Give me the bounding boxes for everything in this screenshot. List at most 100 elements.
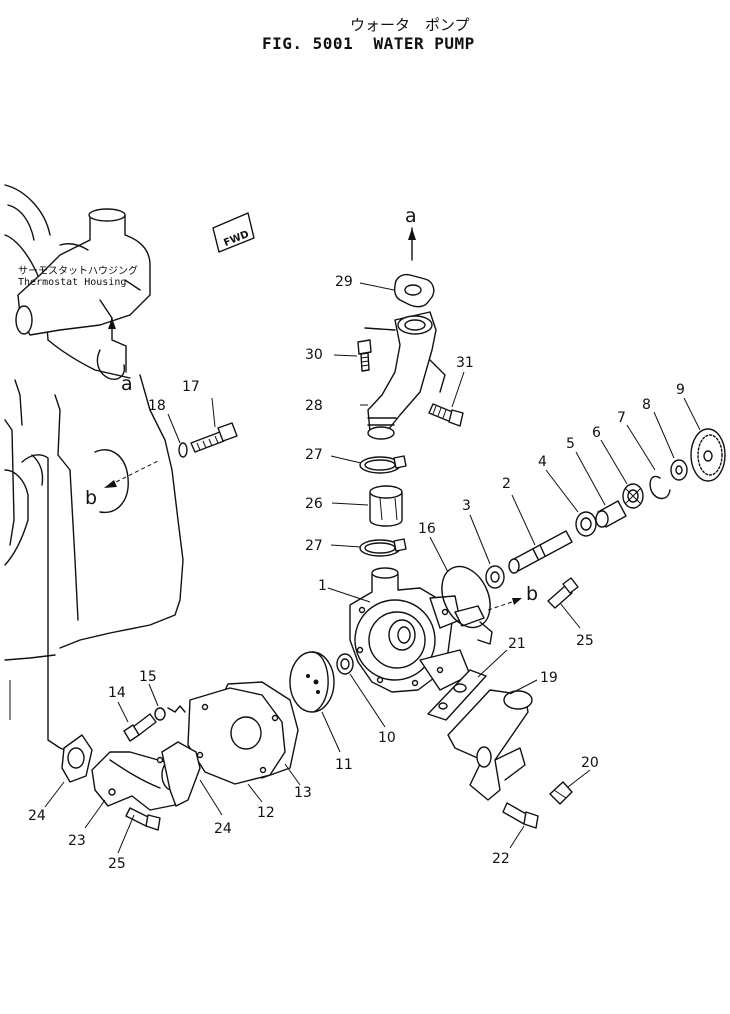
leader-27-upper: [330, 455, 362, 464]
label-part-6: 6: [592, 425, 601, 441]
label-part-20: 20: [581, 755, 599, 771]
label-part-9: 9: [676, 382, 685, 398]
washer-part-8: [670, 459, 688, 481]
ref-b-leader-left: [109, 459, 161, 486]
bolt-part-14: [123, 713, 157, 742]
label-part-12: 12: [257, 805, 275, 821]
bolt-part-31: [428, 403, 464, 427]
label-part-30: 30: [305, 347, 323, 363]
leader-21: [477, 649, 508, 678]
gasket-part-29: [393, 273, 435, 308]
impeller-part-11: [289, 651, 335, 713]
ref-a-label-left: a: [121, 373, 133, 395]
ref-b-label-right: b: [526, 583, 538, 605]
gasket-part-21: [427, 669, 487, 721]
leader-4: [545, 469, 579, 513]
figure-title: FIG. 5001 WATER PUMP: [262, 34, 475, 53]
leader-5: [575, 451, 606, 506]
label-part-15: 15: [139, 669, 157, 685]
label-part-4: 4: [538, 454, 547, 470]
pump-body-part-1: [349, 567, 493, 693]
label-part-3: 3: [462, 498, 471, 514]
label-part-10: 10: [378, 730, 396, 746]
label-part-13: 13: [294, 785, 312, 801]
leader-19: [509, 679, 538, 695]
leader-25-lower: [117, 814, 135, 854]
leader-15: [148, 683, 159, 707]
label-part-1: 1: [318, 578, 327, 594]
leader-31: [451, 371, 465, 408]
seal-part-3: [485, 565, 505, 589]
leader-30: [333, 354, 358, 357]
leader-20: [567, 769, 591, 788]
label-part-16: 16: [418, 521, 436, 537]
bearing-part-4: [575, 511, 597, 537]
label-part-24-left: 24: [28, 808, 46, 824]
label-part-25-lower: 25: [108, 856, 126, 872]
plug-part-20: [549, 781, 573, 805]
bolt-part-17: [190, 422, 238, 453]
leader-1: [327, 587, 371, 603]
leader-9: [683, 397, 701, 431]
leader-3: [469, 514, 491, 565]
label-part-18: 18: [148, 398, 166, 414]
leader-15-bracket: [167, 705, 186, 713]
thermostat-housing: [15, 208, 151, 336]
leader-25-upper: [559, 602, 581, 629]
bolt-part-22: [502, 802, 539, 829]
washer-part-15: [154, 707, 166, 721]
thermostat-label-japanese: サーモスタットハウジング: [18, 264, 138, 277]
label-part-27-upper: 27: [305, 447, 323, 463]
fwd-tag: FWD: [212, 212, 255, 253]
leader-24-right: [199, 779, 223, 816]
label-part-5: 5: [566, 436, 575, 452]
label-part-17: 17: [182, 379, 200, 395]
ref-b-arrowhead-left: [104, 480, 117, 488]
label-part-26: 26: [305, 496, 323, 512]
label-part-27-lower: 27: [305, 538, 323, 554]
snap-ring-part-7: [649, 475, 671, 500]
spacer-part-5: [595, 500, 627, 528]
leader-24-left: [44, 781, 65, 808]
label-part-7: 7: [617, 410, 626, 426]
leader-18: [167, 413, 181, 444]
ref-a-label-top: a: [405, 205, 417, 227]
leader-2: [511, 494, 536, 546]
leader-8: [653, 411, 675, 459]
shaft-part-2: [508, 530, 573, 574]
ref-b-label-left: b: [85, 487, 97, 509]
bolt-part-30: [357, 339, 372, 372]
label-part-29: 29: [335, 274, 353, 290]
seal-part-10: [336, 653, 354, 675]
label-part-23: 23: [68, 833, 86, 849]
ref-a-arrowhead-left: [108, 318, 116, 329]
bearing-part-6: [622, 483, 644, 509]
figure-title-japanese: ウォータ ポンプ: [350, 16, 470, 34]
leader-16: [429, 536, 449, 573]
label-part-25-upper: 25: [576, 633, 594, 649]
gasket-part-24-left: [61, 734, 93, 783]
leader-6: [600, 439, 628, 485]
bolt-part-25-upper: [547, 577, 579, 609]
ref-b-leader-right: [487, 599, 519, 611]
leader-7: [626, 424, 656, 471]
label-part-21: 21: [508, 636, 526, 652]
ref-a-arrowhead-top: [408, 228, 416, 240]
leader-10: [349, 673, 386, 728]
leader-12: [247, 783, 263, 803]
leader-11: [321, 711, 341, 753]
leader-17: [211, 397, 216, 428]
leader-13: [284, 763, 301, 786]
label-part-14: 14: [108, 685, 126, 701]
leader-23: [84, 799, 106, 829]
clamp-part-27-upper: [359, 455, 407, 474]
label-part-28: 28: [305, 398, 323, 414]
part-number-labels: 1 2 3 4 5 6 7 8 9 10 11 12 13 14 15 16 1…: [28, 274, 685, 872]
washer-part-18: [178, 442, 188, 458]
leader-14: [117, 701, 129, 723]
bolt-part-25-lower: [125, 807, 161, 831]
cover-part-12: [187, 687, 286, 785]
leader-27-lower: [330, 544, 362, 548]
